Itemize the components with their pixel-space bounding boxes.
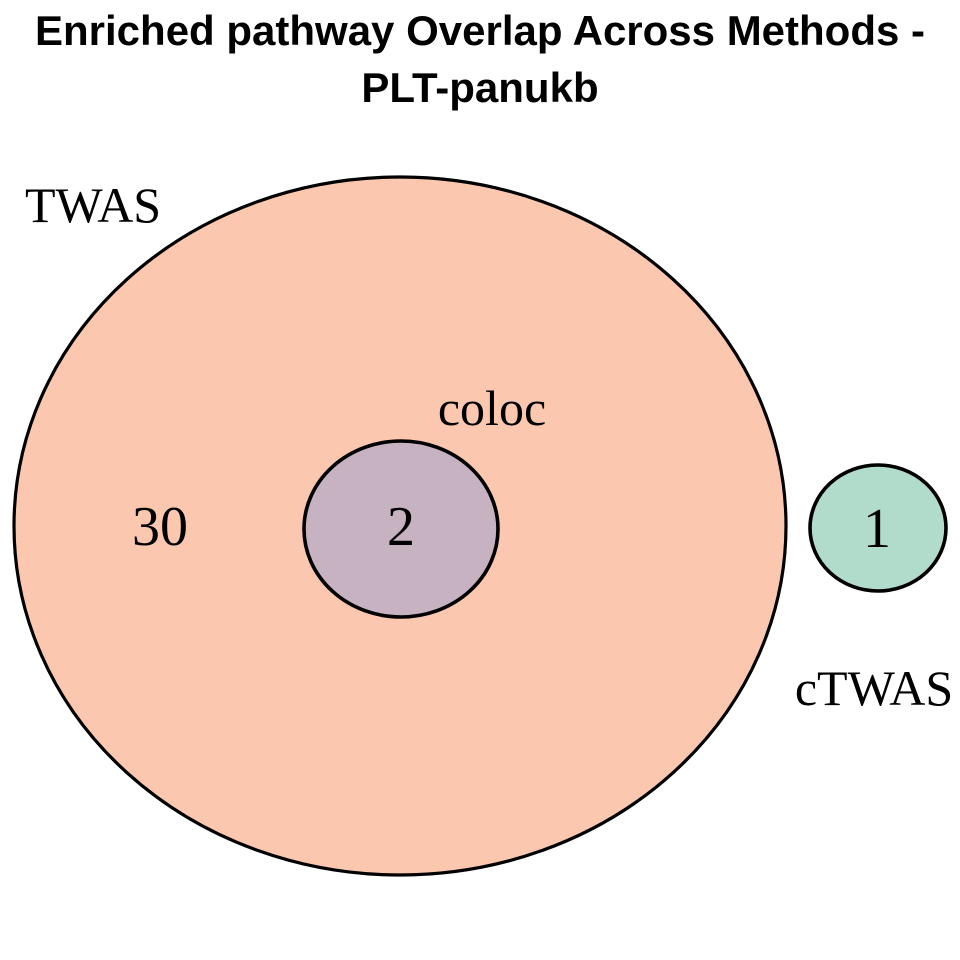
figure-title-line2: PLT-panukb bbox=[361, 64, 599, 111]
coloc-circle bbox=[302, 439, 500, 619]
figure-title: Enriched pathway Overlap Across Methods … bbox=[0, 2, 960, 116]
ctwas-set-label: cTWAS bbox=[794, 660, 954, 716]
twas-coloc-overlap-count: 2 bbox=[387, 496, 415, 558]
ctwas-only-count: 1 bbox=[863, 498, 891, 560]
coloc-set-label: coloc bbox=[437, 380, 547, 436]
twas-set-label: TWAS bbox=[25, 177, 162, 233]
twas-only-count: 30 bbox=[132, 496, 188, 558]
figure-title-line1: Enriched pathway Overlap Across Methods … bbox=[35, 7, 925, 54]
ctwas-circle bbox=[808, 463, 948, 593]
